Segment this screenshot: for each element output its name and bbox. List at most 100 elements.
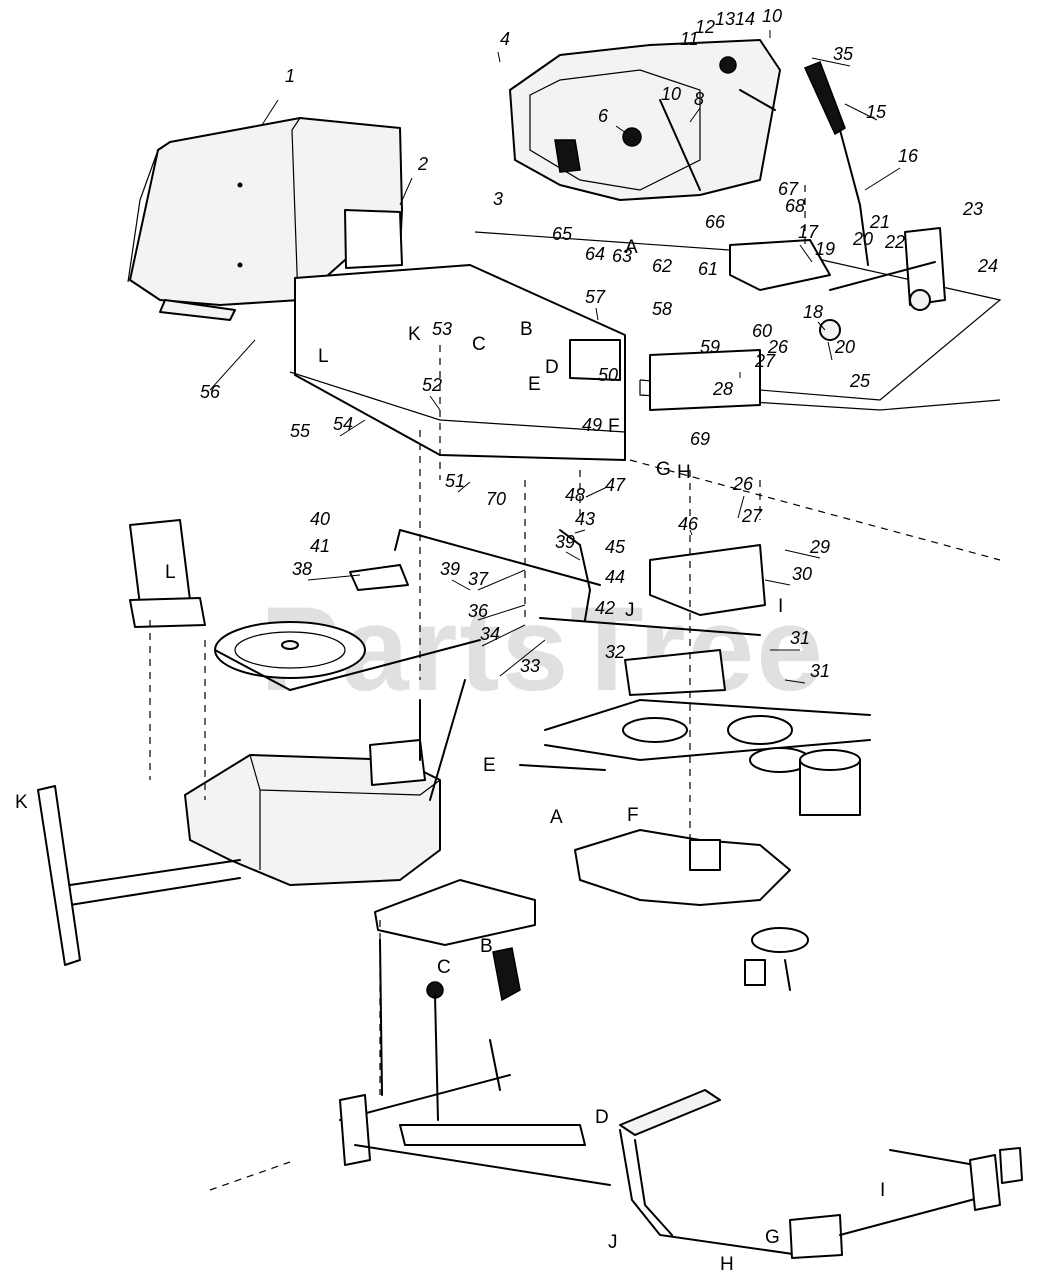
connection-letter-label: G — [765, 1227, 780, 1248]
lift-lever-part — [803, 61, 869, 266]
connection-letter-label: H — [677, 462, 691, 483]
connection-letter-label: B — [480, 936, 493, 957]
part-number-label: 70 — [486, 489, 506, 509]
connection-letter-label: E — [528, 374, 541, 395]
part-number-label: 6 — [598, 106, 609, 126]
leader-line — [811, 57, 851, 67]
leader-line — [799, 244, 813, 263]
connection-letter-label: K — [408, 324, 421, 345]
part-number-label: 33 — [520, 656, 540, 676]
part-number-label: 22 — [884, 232, 905, 252]
leader-line — [307, 574, 361, 581]
left-bracket-part — [129, 519, 206, 628]
part-number-label: 43 — [575, 509, 595, 529]
frame-plate-part — [289, 231, 1002, 461]
leader-line — [817, 321, 826, 331]
part-number-label: 19 — [815, 239, 835, 259]
part-number-label: 29 — [809, 537, 830, 557]
part-number-label: 28 — [712, 379, 733, 399]
leader-line — [497, 51, 501, 63]
leader-line — [737, 495, 745, 519]
part-number-label: 50 — [598, 365, 618, 385]
connection-letter-label: J — [608, 1232, 618, 1253]
part-number-label: 24 — [977, 256, 998, 276]
leader-line — [689, 107, 701, 123]
connection-letter-label: C — [472, 334, 486, 355]
leader-line — [574, 529, 586, 534]
part-number-label: 60 — [752, 321, 772, 341]
leader-line — [784, 679, 806, 684]
idler-bracket-part — [539, 544, 766, 696]
leader-line — [261, 99, 279, 126]
connection-letter-label: I — [880, 1180, 885, 1201]
part-number-label: 44 — [605, 567, 625, 587]
leader-line — [339, 419, 366, 437]
lift-handle-part — [619, 1089, 1023, 1259]
part-number-label: 10 — [661, 84, 681, 104]
connection-letter-label: A — [550, 807, 563, 828]
part-number-label: 16 — [898, 146, 919, 166]
part-number-label: 38 — [292, 559, 312, 579]
part-number-label: 20 — [834, 337, 855, 357]
part-number-label: 23 — [962, 199, 983, 219]
part-number-label: 41 — [310, 536, 330, 556]
part-number-label: 8 — [694, 89, 704, 109]
part-number-label: 52 — [422, 375, 442, 395]
idler-arm-part — [519, 764, 809, 991]
leader-line — [844, 103, 878, 121]
part-number-label: 18 — [803, 302, 823, 322]
part-number-label: 31 — [790, 628, 810, 648]
part-number-label: 2 — [417, 154, 428, 174]
leader-line — [827, 341, 833, 361]
part-number-label: 66 — [705, 212, 726, 232]
part-number-label: 58 — [652, 299, 672, 319]
part-number-label: 39 — [555, 532, 575, 552]
part-number-label: 12 — [695, 17, 715, 37]
pedal-assembly-part — [209, 879, 611, 1191]
drive-belt-part — [214, 621, 871, 816]
connection-letter-label: K — [15, 792, 28, 813]
part-number-label: 30 — [792, 564, 812, 584]
connection-letter-label: H — [720, 1254, 734, 1275]
leader-line — [481, 624, 526, 647]
part-number-label: 65 — [552, 224, 573, 244]
part-number-label: 46 — [678, 514, 699, 534]
part-number-label: 32 — [605, 642, 625, 662]
part-number-label: 69 — [690, 429, 710, 449]
connection-letter-label: L — [165, 562, 176, 583]
part-number-label: 48 — [565, 485, 585, 505]
connection-letter-label: C — [437, 957, 451, 978]
part-number-label: 64 — [585, 244, 605, 264]
leader-line — [764, 579, 791, 586]
leader-line — [689, 529, 693, 536]
part-number-label: 27 — [754, 351, 776, 371]
side-bracket-part — [819, 227, 946, 341]
leader-line — [595, 307, 599, 321]
part-number-label: 47 — [605, 475, 626, 495]
connection-letter-label: F — [627, 805, 639, 826]
leader-line — [451, 579, 471, 591]
part-number-label: 53 — [432, 319, 452, 339]
part-number-label: 55 — [290, 421, 311, 441]
part-number-label: 63 — [612, 246, 632, 266]
part-number-label: 1 — [285, 66, 295, 86]
part-number-label: 56 — [200, 382, 221, 402]
part-number-label: 39 — [440, 559, 460, 579]
leader-line — [477, 604, 526, 621]
part-number-label: 11 — [680, 29, 699, 49]
connection-letter-label: E — [483, 755, 496, 776]
part-number-label: 62 — [652, 256, 672, 276]
part-number-label: 51 — [445, 471, 465, 491]
leader-line — [784, 549, 821, 559]
part-number-label: 31 — [810, 661, 830, 681]
hood-panel-part — [127, 117, 403, 321]
connection-letter-label: D — [595, 1107, 609, 1128]
part-number-label: 20 — [852, 229, 873, 249]
part-number-label: 10 — [762, 6, 782, 26]
connection-letter-label: B — [520, 319, 533, 340]
part-number-label: 27 — [741, 506, 763, 526]
connection-letter-label: I — [778, 596, 783, 617]
clutch-rod-part — [349, 529, 601, 621]
part-number-label: 36 — [468, 601, 489, 621]
